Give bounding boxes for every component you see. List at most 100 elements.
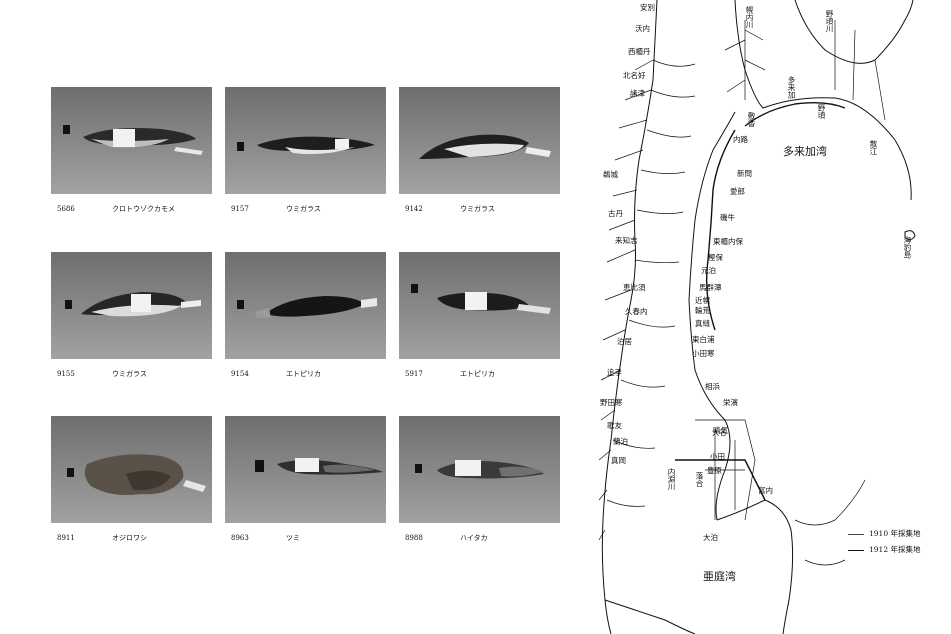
map-legend: 1910 年採集地 1912 年採集地 xyxy=(848,528,938,558)
specimen-name: ハイタカ xyxy=(460,534,488,542)
specimen-photo xyxy=(51,252,212,359)
specimen-card: 8911 オジロワシ xyxy=(51,416,212,546)
specimen-caption: 9155 ウミガラス xyxy=(57,368,212,380)
specimen-card: 8963 ツミ xyxy=(225,416,386,546)
map-place-label: 磯牛 xyxy=(720,213,735,222)
map-place-label: 野田寒 xyxy=(600,398,623,407)
map-place-label: 真縫 xyxy=(695,319,710,328)
map-place-label: 落合 xyxy=(695,472,704,487)
specimen-name: ツミ xyxy=(286,534,300,542)
specimen-card: 9157 ウミガラス xyxy=(225,87,386,217)
map-place-label: 相浜 xyxy=(705,382,720,391)
map-place-label: 歌友 xyxy=(607,421,622,430)
map-place-label: 散江 xyxy=(869,140,878,155)
map-place-label: 恵比須 xyxy=(623,283,646,292)
map-place-label: 泊居 xyxy=(617,337,632,346)
specimen-number: 9157 xyxy=(231,205,249,213)
sakhalin-map: 安別 沃内 西櫃丹 北名好 諸津 鵜城 古丹 来知志 恵比須 久春内 泊居 追手… xyxy=(595,0,935,634)
specimen-caption: 9154 エトピリカ xyxy=(231,368,386,380)
specimen-photo xyxy=(399,252,560,359)
map-place-label: 安別 xyxy=(640,3,655,12)
map-place-label: 蘭泊 xyxy=(613,437,628,446)
specimen-name: エトピリカ xyxy=(460,370,495,378)
specimen-number: 9142 xyxy=(405,205,423,213)
map-place-label: 小田 xyxy=(710,452,725,461)
legend-label: 1910 年採集地 xyxy=(869,529,921,538)
map-place-label: 樫保 xyxy=(708,253,723,262)
legend-item: 1910 年採集地 xyxy=(848,528,938,540)
map-place-label: 真岡 xyxy=(611,456,626,465)
map-place-label: 諸津 xyxy=(630,89,645,98)
map-place-label: 豊原 xyxy=(707,466,722,475)
map-river-label: 内淵川 xyxy=(667,468,676,491)
map-place-label: 馬群潭 xyxy=(699,283,722,292)
map-bay-label: 亜庭湾 xyxy=(703,570,736,583)
map-place-label: 愛郎 xyxy=(730,187,745,196)
map-place-label: 東櫃内保 xyxy=(713,237,743,246)
map-place-label: 久春内 xyxy=(625,307,648,316)
specimen-caption: 9142 ウミガラス xyxy=(405,203,560,215)
map-place-label: 来知志 xyxy=(615,236,638,245)
map-place-label: 栄濱 xyxy=(723,398,738,407)
map-place-label: 北名好 xyxy=(623,71,646,80)
specimen-photo xyxy=(225,87,386,194)
map-place-label: 沃内 xyxy=(635,24,650,33)
map-place-label: 野頃 xyxy=(817,104,826,119)
map-outline xyxy=(598,0,916,634)
map-place-label: 元泊 xyxy=(701,266,716,275)
specimen-photo-grid: 5686 クロトウゾクカモメ 9157 ウミガラス xyxy=(51,87,561,557)
specimen-photo xyxy=(51,416,212,523)
map-place-label: 鵜城 xyxy=(603,170,618,179)
legend-label: 1912 年採集地 xyxy=(869,545,921,554)
map-place-label: 近幌 xyxy=(695,296,710,305)
map-place-label: 西櫃丹 xyxy=(628,47,651,56)
map-place-label: 海豹島 xyxy=(903,236,912,259)
map-place-label: 古丹 xyxy=(608,209,623,218)
specimen-name: オジロワシ xyxy=(112,534,147,542)
map-place-label: 追手 xyxy=(607,368,622,377)
specimen-number: 5917 xyxy=(405,370,423,378)
specimen-caption: 8988 ハイタカ xyxy=(405,532,560,544)
map-place-label: 多来加 xyxy=(787,76,796,99)
specimen-photo xyxy=(225,416,386,523)
specimen-caption: 8963 ツミ xyxy=(231,532,386,544)
map-place-label: 大泊 xyxy=(703,533,718,542)
map-place-label: 小田寒 xyxy=(692,349,715,358)
specimen-photo xyxy=(225,252,386,359)
specimen-card: 9155 ウミガラス xyxy=(51,252,212,382)
map-place-label: 大谷 xyxy=(712,428,727,437)
specimen-card: 9154 エトピリカ xyxy=(225,252,386,382)
map-place-label: 富内 xyxy=(758,486,773,495)
legend-item: 1912 年採集地 xyxy=(848,544,938,556)
specimen-card: 5686 クロトウゾクカモメ xyxy=(51,87,212,217)
specimen-photo xyxy=(51,87,212,194)
specimen-number: 8963 xyxy=(231,534,249,542)
map-place-label: 内路 xyxy=(733,135,748,144)
map-place-label: 敷香 xyxy=(747,112,756,127)
specimen-caption: 8911 オジロワシ xyxy=(57,532,212,544)
specimen-card: 8988 ハイタカ xyxy=(399,416,560,546)
specimen-number: 9155 xyxy=(57,370,75,378)
map-place-label: 東白浦 xyxy=(692,335,715,344)
specimen-name: ウミガラス xyxy=(112,370,147,378)
map-river-label: 幌内川 xyxy=(745,6,754,29)
specimen-photo xyxy=(399,416,560,523)
specimen-number: 8911 xyxy=(57,534,75,542)
map-river-label: 野頃川 xyxy=(825,10,834,33)
map-place-label: 輪荒 xyxy=(695,306,710,315)
map-bay-label: 多来加湾 xyxy=(783,145,827,158)
specimen-caption: 5686 クロトウゾクカモメ xyxy=(57,203,212,215)
specimen-number: 9154 xyxy=(231,370,249,378)
legend-line-thin xyxy=(848,534,864,535)
map-place-label: 晴気 xyxy=(713,426,728,435)
specimen-caption: 9157 ウミガラス xyxy=(231,203,386,215)
legend-line-thick xyxy=(848,550,864,551)
specimen-caption: 5917 エトピリカ xyxy=(405,368,560,380)
specimen-name: ウミガラス xyxy=(460,205,495,213)
map-place-label: 新問 xyxy=(737,169,752,178)
specimen-name: クロトウゾクカモメ xyxy=(112,205,175,213)
specimen-number: 8988 xyxy=(405,534,423,542)
specimen-photo xyxy=(399,87,560,194)
specimen-card: 5917 エトピリカ xyxy=(399,252,560,382)
